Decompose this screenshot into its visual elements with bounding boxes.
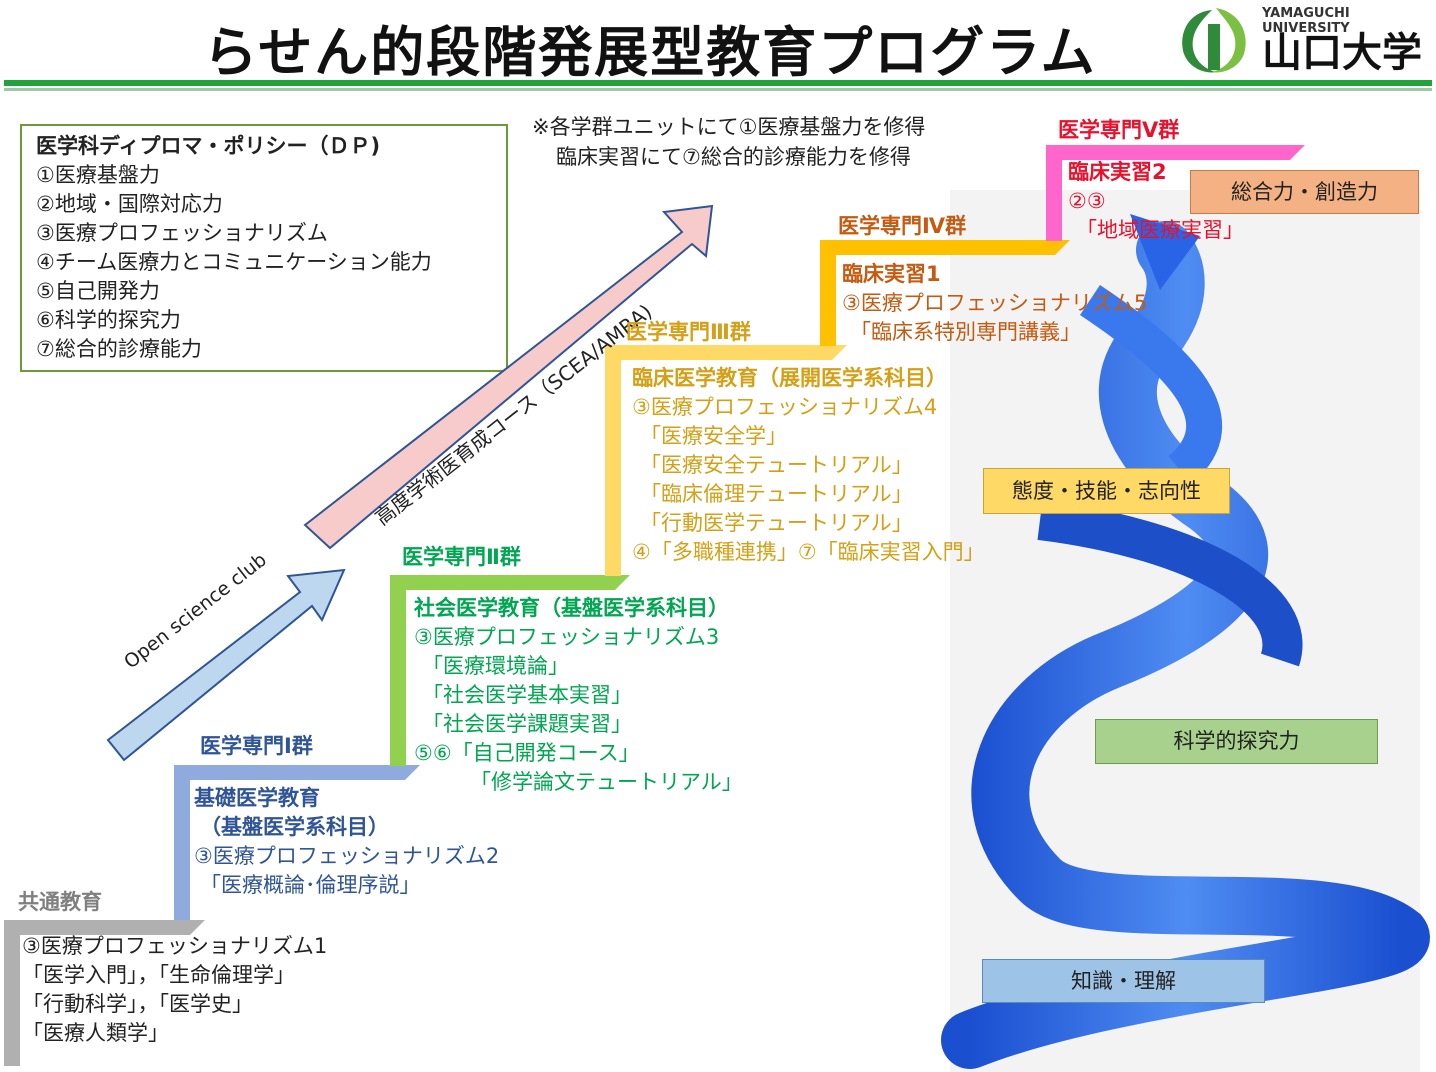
g2-body: 社会医学教育（基盤医学系科目） ③医療プロフェッショナリズム3 「医療環境論」 …: [414, 594, 743, 797]
logo-text-en: YAMAGUCHI UNIVERSITY: [1262, 6, 1350, 36]
label-creativity: 総合力・創造力: [1190, 170, 1419, 214]
header-rule-shadow: [4, 88, 1432, 91]
g1-header: 医学専門Ⅰ群: [200, 734, 313, 758]
g2-line: 「社会医学課題実習」: [422, 712, 632, 736]
label-attitude: 態度・技能・志向性: [983, 468, 1230, 514]
g3-body: 臨床医学教育（展開医学系科目） ③医療プロフェッショナリズム4 「医療安全学」 …: [632, 364, 985, 567]
g4-title: 臨床実習1: [842, 262, 941, 286]
g5-body: 臨床実習2 ②③ 「地域医療実習」: [1068, 158, 1244, 245]
g3-line: 「医療安全学」: [640, 424, 787, 448]
club-arrow: [106, 568, 346, 762]
spiral-ribbon: [941, 214, 1430, 1069]
g5-line: 「地域医療実習」: [1076, 218, 1244, 242]
step-g4: [820, 240, 1070, 346]
label-knowledge: 知識・理解: [982, 959, 1265, 1003]
g1-line: 「医療概論･倫理序説」: [200, 873, 421, 897]
g2-line: ⑤⑥「自己開発コース」: [414, 741, 640, 765]
g2-title: 社会医学教育（基盤医学系科目）: [414, 596, 729, 620]
g4-line: 「臨床系特別専門講義」: [850, 320, 1081, 344]
common-line: ③医療プロフェッショナリズム1: [22, 934, 328, 958]
dp-item: ①医療基盤力: [36, 163, 160, 187]
common-line: 「医療人類学」: [22, 1021, 169, 1045]
step-g5: [1046, 145, 1305, 241]
university-emblem-icon: [1182, 8, 1246, 73]
common-body: ③医療プロフェッショナリズム1 「医学入門」，「生命倫理学」 「行動科学」，「医…: [22, 932, 327, 1048]
g2-line: 「医療環境論」: [422, 654, 569, 678]
note-line: 臨床実習にて⑦総合的診療能力を修得: [556, 145, 911, 169]
g1-title: 基礎医学教育: [194, 786, 320, 810]
logo: [1174, 2, 1434, 78]
header-rule: [4, 80, 1432, 86]
diploma-policy-box: 医学科ディプロマ・ポリシー（ＤＰ) ①医療基盤力 ②地域・国際対応力 ③医療プロ…: [20, 124, 508, 372]
g2-header: 医学専門Ⅱ群: [402, 545, 521, 569]
g3-line: ③医療プロフェッショナリズム4: [632, 395, 938, 419]
label-inquiry: 科学的探究力: [1095, 719, 1378, 764]
note-line: ※各学群ユニットにて①医療基盤力を修得: [532, 115, 926, 139]
dp-item: ②地域・国際対応力: [36, 192, 223, 216]
common-line: 「医学入門」，「生命倫理学」: [22, 963, 295, 987]
course-arrow: [303, 204, 714, 550]
logo-text-ja: 山口大学: [1262, 30, 1422, 76]
note: ※各学群ユニットにて①医療基盤力を修得 臨床実習にて⑦総合的診療能力を修得: [532, 112, 925, 172]
dp-item: ④チーム医療力とコミュニケーション能力: [36, 250, 432, 274]
g1-line: ③医療プロフェッショナリズム2: [194, 844, 500, 868]
g4-body: 臨床実習1 ③医療プロフェッショナリズム5 「臨床系特別専門講義」: [842, 260, 1147, 347]
g1-subtitle: （基盤医学系科目）: [200, 815, 389, 839]
g4-line: ③医療プロフェッショナリズム5: [842, 291, 1148, 315]
step-common: [4, 920, 205, 1066]
g5-header: 医学専門Ⅴ群: [1058, 118, 1180, 142]
g2-line: ③医療プロフェッショナリズム3: [414, 625, 720, 649]
dp-title: 医学科ディプロマ・ポリシー（ＤＰ): [36, 134, 381, 158]
g3-header: 医学専門Ⅲ群: [626, 320, 751, 344]
g4-header: 医学専門Ⅳ群: [838, 214, 967, 238]
g2-line: 「社会医学基本実習」: [422, 683, 632, 707]
g3-title: 臨床医学教育（展開医学系科目）: [632, 366, 947, 390]
g3-line: 「臨床倫理テュートリアル」: [640, 482, 913, 506]
g1-body: 基礎医学教育 （基盤医学系科目） ③医療プロフェッショナリズム2 「医療概論･倫…: [194, 784, 499, 900]
common-line: 「行動科学」，「医学史」: [22, 992, 253, 1016]
common-header: 共通教育: [18, 890, 102, 914]
g5-line: ②③: [1068, 189, 1106, 213]
g2-line: 「修学論文テュートリアル」: [470, 770, 743, 794]
dp-item: ⑦総合的診療能力: [36, 337, 202, 361]
g3-line: 「行動医学テュートリアル」: [640, 511, 913, 535]
g3-line: 「医療安全テュートリアル」: [640, 453, 913, 477]
dp-item: ⑥科学的探究力: [36, 308, 181, 332]
g5-title: 臨床実習2: [1068, 160, 1167, 184]
dp-item: ⑤自己開発力: [36, 279, 160, 303]
page-title: らせん的段階発展型教育プログラム: [203, 21, 1097, 84]
dp-item: ③医療プロフェッショナリズム: [36, 221, 328, 245]
g3-line: ④「多職種連携」⑦「臨床実習入門」: [632, 540, 985, 564]
